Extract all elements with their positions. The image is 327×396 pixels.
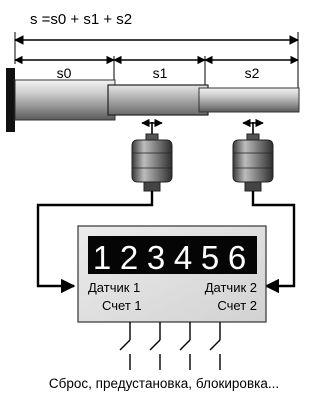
count-2-label: Счет 2 xyxy=(217,298,257,313)
sensor-2-wire xyxy=(251,191,296,294)
display-digit: 5 xyxy=(201,239,219,276)
segment-s1-label: s1 xyxy=(153,65,168,81)
display-digit: 6 xyxy=(228,239,246,276)
sensor-1-label: Датчик 1 xyxy=(88,280,140,295)
encoder-sensor-2 xyxy=(232,118,274,192)
display-digit: 2 xyxy=(120,239,138,276)
signal-wires xyxy=(36,191,296,294)
segment-s0-label: s0 xyxy=(57,65,72,81)
counter-display xyxy=(88,236,257,274)
sensor-1-wire xyxy=(36,191,154,294)
encoder-sensor-1 xyxy=(131,118,173,192)
display-digit: 4 xyxy=(174,239,192,276)
display-digit: 3 xyxy=(147,239,165,276)
control-switch-3 xyxy=(179,322,191,370)
rod-stage-0 xyxy=(14,79,116,121)
control-switch-1 xyxy=(119,322,131,370)
rod-stage-1 xyxy=(107,84,209,116)
mounting-plate xyxy=(6,68,15,132)
caption: Сброс, предустановка, блокировка... xyxy=(49,376,279,391)
telescopic-rod xyxy=(6,68,300,132)
sensor-2-label: Датчик 2 xyxy=(205,280,257,295)
control-switches xyxy=(119,322,221,370)
counter-unit: 1 2 3 4 5 6 Датчик 1 Датчик 2 Счет 1 Сче… xyxy=(77,225,267,323)
control-switch-2 xyxy=(149,322,161,370)
segment-dimensions: s0 s1 s2 xyxy=(14,55,299,88)
formula-label: s =s0 + s1 + s2 xyxy=(30,11,132,28)
segment-s2-label: s2 xyxy=(245,65,260,81)
control-switch-4 xyxy=(209,322,221,370)
display-digit: 1 xyxy=(93,239,111,276)
rod-stage-2 xyxy=(198,87,300,113)
count-1-label: Счет 1 xyxy=(102,298,142,313)
